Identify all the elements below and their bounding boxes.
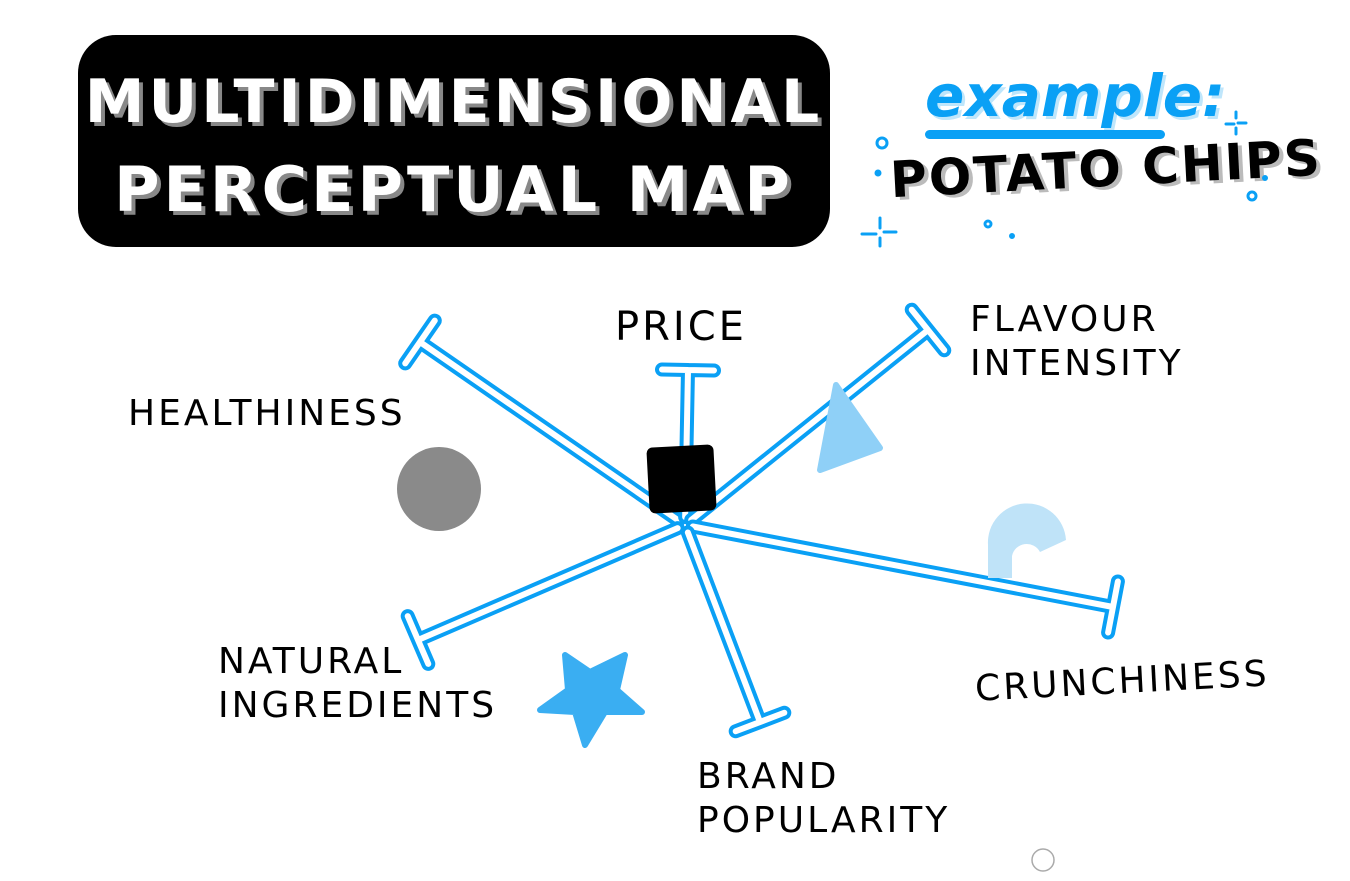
axis-label-natural: NATURAL INGREDIENTS [218,640,497,728]
sparkles-decoration [860,110,1268,248]
axis-line [684,529,788,735]
gray-circle-marker [397,447,481,531]
example-label: example: [925,62,1226,130]
axis-line [688,306,948,523]
axis-label-natural-line1: NATURAL [218,641,405,682]
axis-label-brand: BRAND POPULARITY [697,755,950,843]
axis-label-natural-line2: INGREDIENTS [218,685,498,726]
title-line-1: MULTIDIMENSIONAL [84,67,824,137]
blue-star-marker [537,652,645,748]
axis-label-healthiness: HEALTHINESS [128,393,406,434]
axis-line [689,523,1121,636]
axis-line [402,317,682,524]
axis-label-flavour-line1: FLAVOUR [970,299,1159,340]
axis-label-brand-line1: BRAND [697,756,840,797]
axis-label-brand-line2: POPULARITY [697,800,951,841]
axis-label-flavour: FLAVOUR INTENSITY [970,298,1184,386]
title-banner: MULTIDIMENSIONAL PERCEPTUAL MAP [78,35,830,247]
axis-brand [680,525,792,739]
light-blue-arch-marker [987,503,1066,578]
black-square-marker [646,444,717,514]
axis-line [404,525,681,667]
axis-crunchiness [685,519,1125,640]
title-line-2: PERCEPTUAL MAP [114,153,794,226]
axis-flavour [684,302,952,527]
axis-label-price: PRICE [615,304,747,350]
blue-triangle-marker [817,382,883,473]
scroll-indicator-icon [1031,848,1055,872]
axis-natural [400,521,685,671]
axis-healthiness [398,313,686,528]
axis-label-flavour-line2: INTENSITY [970,343,1184,384]
example-underline [925,130,1165,139]
